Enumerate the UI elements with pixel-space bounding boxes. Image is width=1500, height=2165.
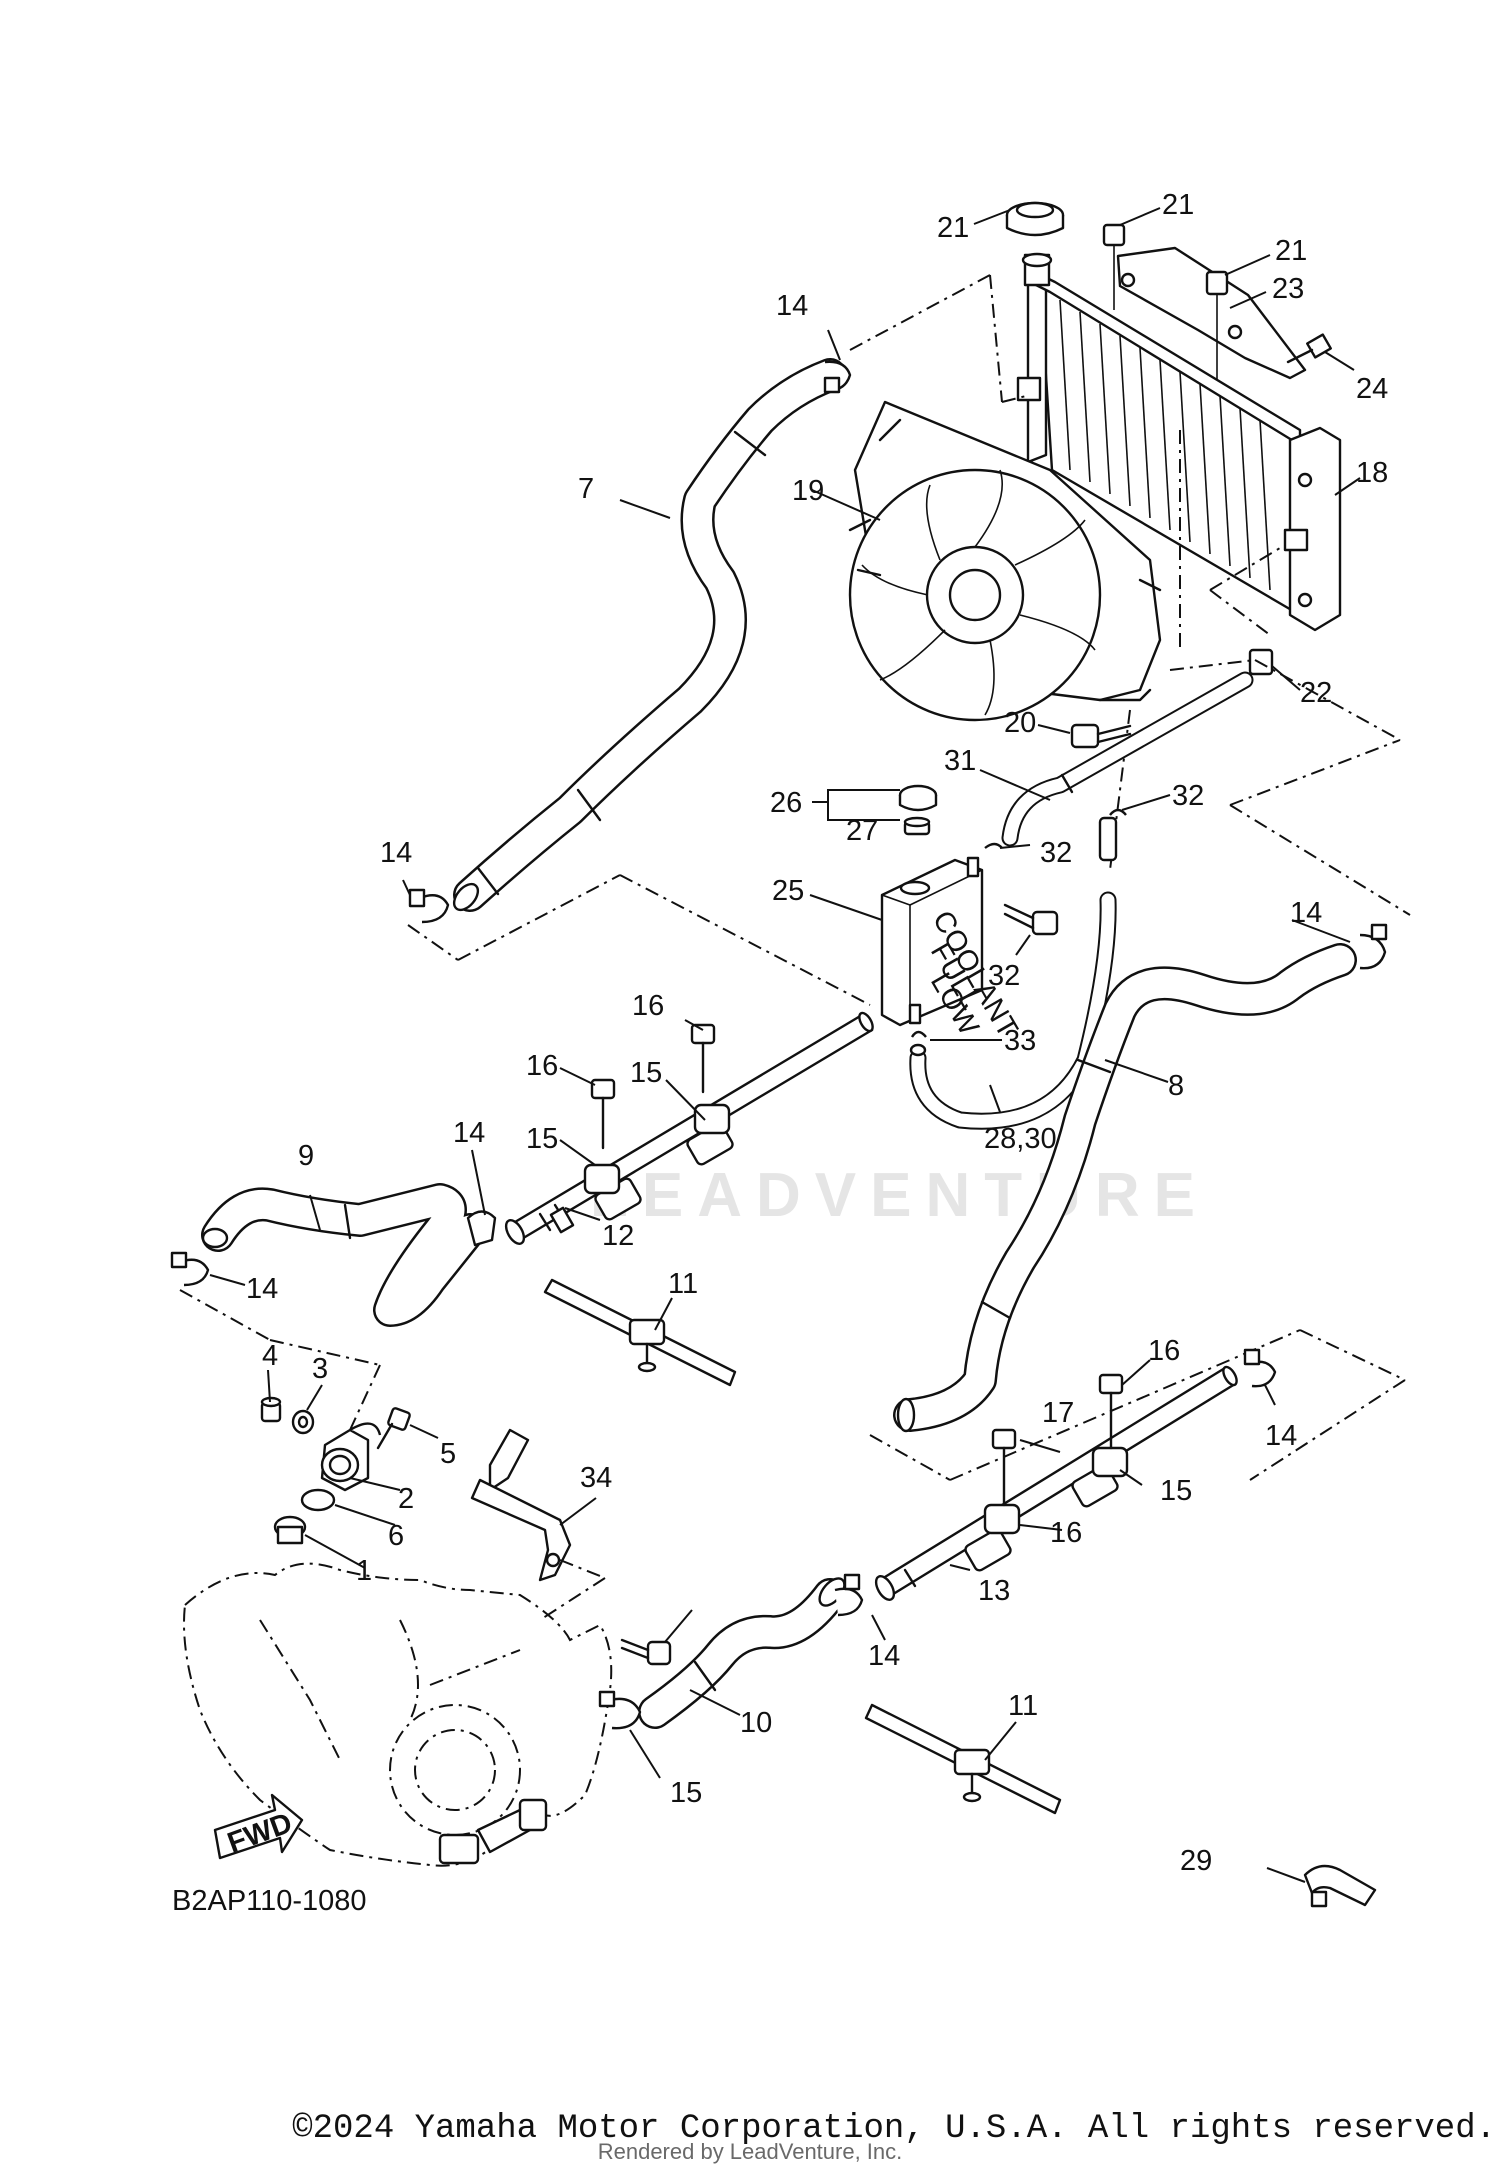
callout-13: 13 xyxy=(978,1575,1010,1607)
callout-20: 21 xyxy=(937,212,969,244)
callout-24: 25 xyxy=(772,875,804,907)
alignment-lines xyxy=(849,274,1411,916)
bolt xyxy=(590,1023,716,1150)
thermostat xyxy=(273,1515,307,1545)
copyright-notice: ©2024 Yamaha Motor Corporation, U.S.A. A… xyxy=(292,2110,1496,2148)
bolt xyxy=(1003,903,1059,936)
reservoir-hose xyxy=(909,671,1254,1130)
radiator xyxy=(1016,252,1342,632)
callouts: 1 2 3 4 5 6 7 8 9 10 11 11 12 13 14 14 1… xyxy=(246,189,1388,1877)
callout-16: 16 xyxy=(1148,1335,1180,1367)
callout-14: 14 xyxy=(246,1273,278,1305)
callout-2: 2 xyxy=(398,1483,414,1515)
callout-14: 15 xyxy=(670,1777,702,1809)
callout-17: 18 xyxy=(1356,457,1388,489)
hose-clamp xyxy=(408,360,852,924)
background-logo: LEADVENTURE xyxy=(590,1161,1210,1230)
callout-33: 34 xyxy=(580,1462,612,1494)
radiator-hose-lower xyxy=(893,923,1388,1433)
callout-15: 15 xyxy=(526,1123,558,1155)
callout-32: 33 xyxy=(1004,1025,1036,1057)
callout-8: 8 xyxy=(1168,1070,1184,1102)
hose-clip xyxy=(909,808,1127,1057)
callout-16: 16 xyxy=(526,1050,558,1082)
callout-19: 20 xyxy=(1004,707,1036,739)
water-pipe-hose xyxy=(598,1573,864,1730)
callout-15: 15 xyxy=(630,1057,662,1089)
water-pipe xyxy=(874,1348,1277,1601)
callout-11: 11 xyxy=(1008,1690,1038,1722)
callout-32: 32 xyxy=(1040,837,1072,869)
callout-6: 6 xyxy=(388,1520,404,1552)
callout-11: 11 xyxy=(668,1268,698,1300)
callout-23: 24 xyxy=(1356,373,1388,405)
radiator-cap xyxy=(1005,201,1065,237)
callout-27: 28,30 xyxy=(984,1123,1057,1155)
reference-code: B2AP110-1080 xyxy=(172,1885,367,1917)
callout-4: 4 xyxy=(262,1340,278,1372)
callout-21: 21 xyxy=(1162,189,1194,221)
callout-5: 5 xyxy=(440,1438,456,1470)
callout-3: 3 xyxy=(312,1353,328,1385)
pipe-grommet xyxy=(583,1103,731,1195)
callout-14: 14 xyxy=(1265,1420,1297,1452)
callout-16: 16 xyxy=(632,990,664,1022)
callout-25: 26 xyxy=(770,787,802,819)
coolant-reservoir: COOLANT FULL LOW xyxy=(880,856,1024,1043)
callout-32: 32 xyxy=(1172,780,1204,812)
o-ring xyxy=(300,1488,336,1512)
washer xyxy=(291,1409,315,1435)
callout-18: 19 xyxy=(792,475,824,507)
engine-outline xyxy=(183,1562,613,1867)
callout-15: 15 xyxy=(1160,1475,1192,1507)
callout-14: 14 xyxy=(453,1117,485,1149)
water-pump-outlet xyxy=(320,1422,382,1492)
callout-16: 17 xyxy=(1042,1397,1074,1429)
watermark: Rendered by LeadVenture, Inc. xyxy=(597,2139,903,2164)
mounting-bracket xyxy=(470,1428,572,1582)
callout-29: 31 xyxy=(944,745,976,777)
callout-31: 32 xyxy=(988,960,1020,992)
callout-10: 10 xyxy=(740,1707,772,1739)
bolt xyxy=(260,1396,411,1450)
clamp xyxy=(1303,1864,1377,1908)
bolt xyxy=(1286,333,1332,364)
callout-9: 9 xyxy=(298,1140,314,1172)
callout-14: 14 xyxy=(776,290,808,322)
water-pump-hose xyxy=(201,1183,497,1327)
callout-1: 1 xyxy=(356,1555,372,1587)
callout-21: 22 xyxy=(1300,677,1332,709)
engine-outlet-fitting xyxy=(438,1798,548,1865)
reservoir-cap xyxy=(898,784,938,836)
callout-14: 14 xyxy=(1290,897,1322,929)
callout-7: 7 xyxy=(578,473,594,505)
radiator-bracket xyxy=(1116,246,1307,380)
callout-14: 14 xyxy=(380,837,412,869)
callout-14: 14 xyxy=(868,1640,900,1672)
radiator-fan xyxy=(848,400,1162,722)
radiator-hose-upper xyxy=(452,358,847,912)
forward-arrow: FWD xyxy=(213,1793,304,1860)
callout-26: 27 xyxy=(846,815,878,847)
cable-tie xyxy=(543,1278,1062,1815)
callout-22: 23 xyxy=(1272,273,1304,305)
bolt xyxy=(1070,723,1132,749)
callout-28-30: 29 xyxy=(1180,1845,1212,1877)
callout-12: 12 xyxy=(602,1220,634,1252)
water-pipe xyxy=(504,1011,874,1245)
grommet xyxy=(1102,223,1274,676)
bolt xyxy=(991,1373,1124,1507)
bolt xyxy=(620,1638,672,1666)
hose-clamp xyxy=(170,1251,210,1287)
leader-lines xyxy=(209,207,1361,1883)
callout-21: 21 xyxy=(1275,235,1307,267)
callout-15: 16 xyxy=(1050,1517,1082,1549)
